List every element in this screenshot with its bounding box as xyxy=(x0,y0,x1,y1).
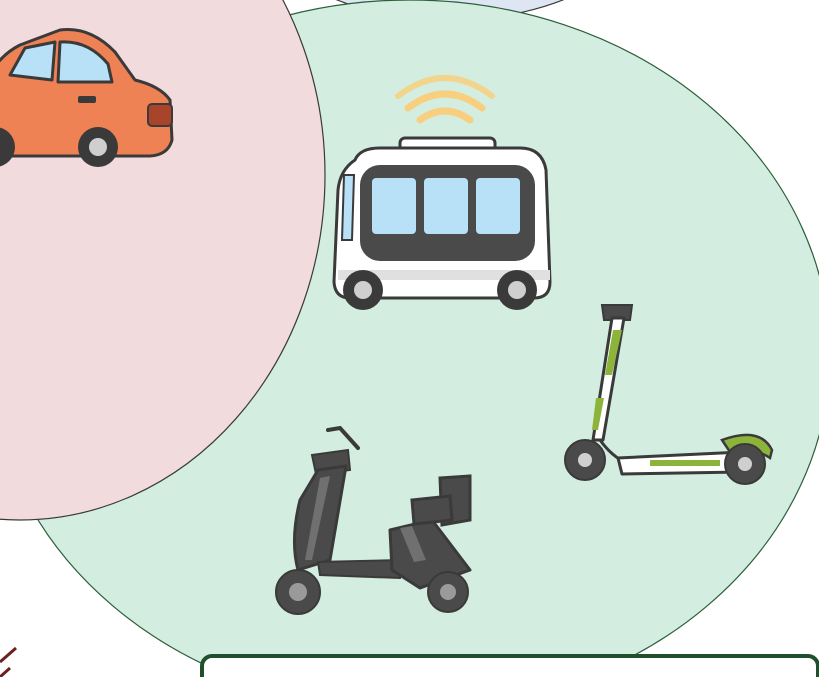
category-label-box xyxy=(200,654,819,677)
partial-arrow-mark xyxy=(0,648,16,677)
